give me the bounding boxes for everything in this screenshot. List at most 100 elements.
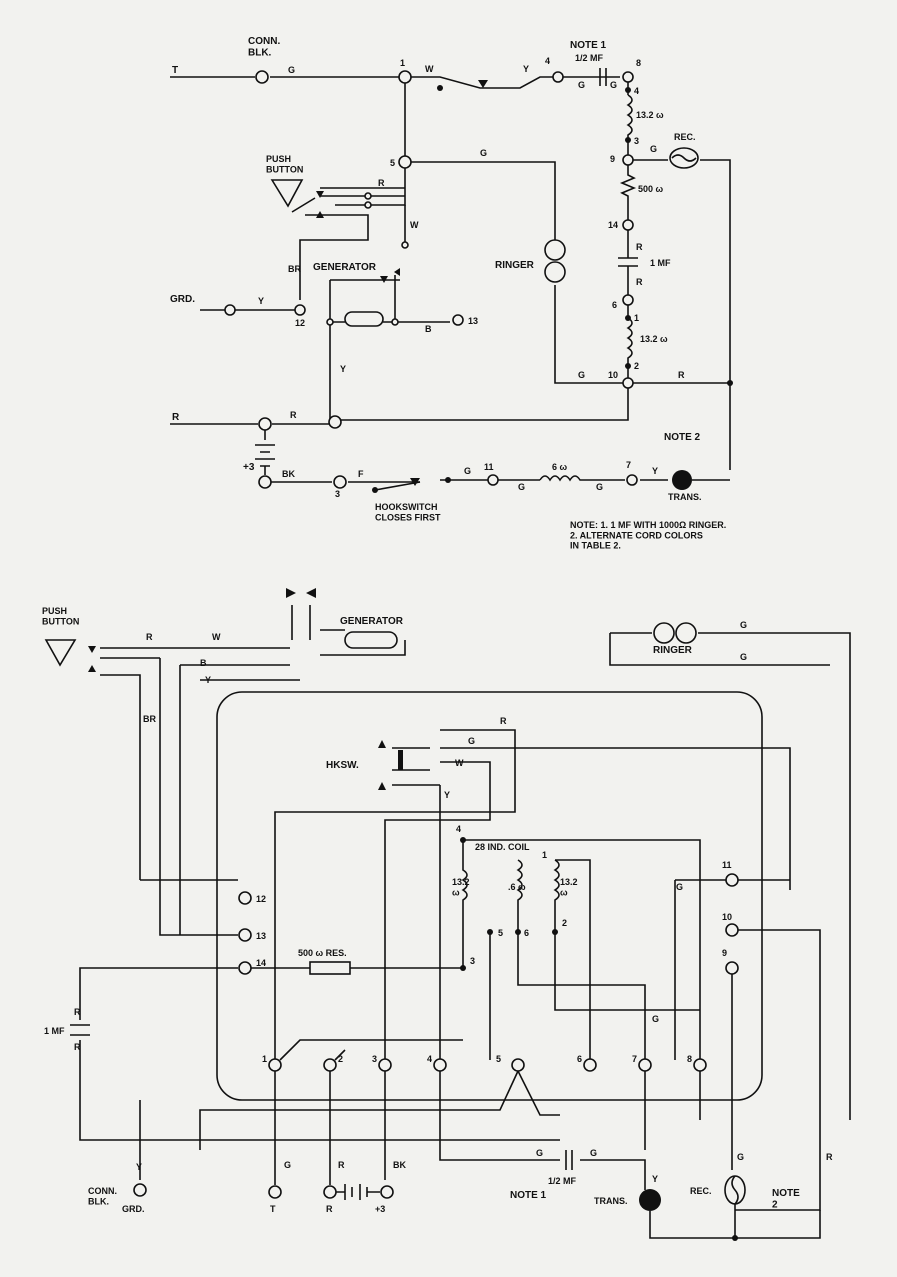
svg-text:R: R xyxy=(826,1152,833,1162)
svg-text:BR: BR xyxy=(288,264,301,274)
half-mf-label-bottom: 1/2 MF xyxy=(548,1176,577,1186)
svg-text:BK: BK xyxy=(393,1160,406,1170)
bottom-term-6: 6 xyxy=(577,1054,582,1064)
ringer-label-top: RINGER xyxy=(495,260,535,271)
generator-label-top: GENERATOR xyxy=(313,262,377,273)
svg-text:13: 13 xyxy=(468,316,478,326)
svg-text:G: G xyxy=(480,148,487,158)
svg-text:Y: Y xyxy=(652,1174,658,1184)
svg-text:R: R xyxy=(338,1160,345,1170)
svg-text:4: 4 xyxy=(545,56,550,66)
bottom-term-8: 8 xyxy=(687,1054,692,1064)
svg-text:W: W xyxy=(212,632,221,642)
half-mf-label: 1/2 MF xyxy=(575,53,604,63)
svg-text:G: G xyxy=(596,482,603,492)
r6-label: 6 ω xyxy=(552,462,568,472)
svg-text:Y: Y xyxy=(340,364,346,374)
lead-t: T xyxy=(270,1204,276,1214)
bottom-terminal-row: 1 2 3 4 5 6 7 8 xyxy=(262,1054,707,1072)
note1-label-bottom: NOTE 1 xyxy=(510,1190,547,1201)
left-term-14: 14 xyxy=(256,958,266,968)
bottom-term-7: 7 xyxy=(632,1054,637,1064)
svg-text:9: 9 xyxy=(610,154,615,164)
rec-label-bottom: REC. xyxy=(690,1186,712,1196)
plus3-label-top: +3 xyxy=(243,462,255,473)
left-term-13: 13 xyxy=(256,931,266,941)
svg-text:6: 6 xyxy=(612,300,617,310)
bottom-term-4: 4 xyxy=(427,1054,432,1064)
bottom-term-3: 3 xyxy=(372,1054,377,1064)
one-mf-label-top: 1 MF xyxy=(650,258,671,268)
svg-text:G: G xyxy=(578,80,585,90)
svg-text:1: 1 xyxy=(400,58,405,68)
lead-r: R xyxy=(326,1204,333,1214)
svg-text:G: G xyxy=(578,370,585,380)
svg-text:R: R xyxy=(146,632,153,642)
r132a-label: 13.2 ω xyxy=(636,110,664,120)
right-term-9: 9 xyxy=(722,948,727,958)
svg-text:11: 11 xyxy=(484,462,494,472)
svg-text:Y: Y xyxy=(136,1162,142,1172)
svg-text:G: G xyxy=(652,1014,659,1024)
svg-text:G: G xyxy=(284,1160,291,1170)
svg-text:5: 5 xyxy=(498,928,503,938)
generator-label-bottom: GENERATOR xyxy=(340,616,404,627)
bottom-term-5: 5 xyxy=(496,1054,501,1064)
bottom-term-1: 1 xyxy=(262,1054,267,1064)
svg-text:G: G xyxy=(737,1152,744,1162)
svg-text:8: 8 xyxy=(636,58,641,68)
conn-blk-label-bottom: CONN.BLK. xyxy=(88,1186,117,1206)
svg-text:R: R xyxy=(500,716,507,726)
svg-text:1: 1 xyxy=(542,850,547,860)
svg-text:W: W xyxy=(410,220,419,230)
svg-text:G: G xyxy=(288,65,295,75)
svg-text:3: 3 xyxy=(634,136,639,146)
svg-text:10: 10 xyxy=(608,370,618,380)
hksw-label: HKSW. xyxy=(326,760,359,771)
line-t-label: T xyxy=(172,65,178,76)
grd-label-bottom: GRD. xyxy=(122,1204,145,1214)
svg-text:1: 1 xyxy=(634,313,639,323)
top-schematic: CONN.BLK. T G 1 W Y 4 NOTE 1 1/2 MF G G … xyxy=(170,36,733,551)
svg-text:R: R xyxy=(636,242,643,252)
trans-label-bottom: TRANS. xyxy=(594,1196,628,1206)
conn-blk-label: CONN.BLK. xyxy=(248,36,280,59)
svg-text:F: F xyxy=(358,469,364,479)
right-term-11: 11 xyxy=(722,860,732,870)
svg-text:2: 2 xyxy=(634,361,639,371)
svg-text:R: R xyxy=(290,410,297,420)
grd-label-top: GRD. xyxy=(170,294,195,305)
note2-label-top: NOTE 2 xyxy=(664,432,701,443)
svg-text:Y: Y xyxy=(444,790,450,800)
svg-text:6: 6 xyxy=(524,928,529,938)
svg-text:G: G xyxy=(518,482,525,492)
trans-label-top: TRANS. xyxy=(668,492,702,502)
r132b-label: 13.2 ω xyxy=(640,334,668,344)
svg-text:G: G xyxy=(650,144,657,154)
svg-text:4: 4 xyxy=(634,86,639,96)
lead-plus3: +3 xyxy=(375,1204,385,1214)
right-term-10: 10 xyxy=(722,912,732,922)
svg-text:5: 5 xyxy=(390,158,395,168)
rec-label-top: REC. xyxy=(674,132,696,142)
svg-text:R: R xyxy=(74,1007,81,1017)
svg-text:R: R xyxy=(74,1042,81,1052)
svg-text:3: 3 xyxy=(335,489,340,499)
svg-text:W: W xyxy=(455,758,464,768)
svg-text:W: W xyxy=(425,64,434,74)
one-mf-label-bottom: 1 MF xyxy=(44,1026,65,1036)
svg-text:12: 12 xyxy=(295,318,305,328)
svg-text:4: 4 xyxy=(456,824,461,834)
left-term-12: 12 xyxy=(256,894,266,904)
r500-label: 500 ω xyxy=(638,184,664,194)
svg-text:G: G xyxy=(464,466,471,476)
line-r-label-top: R xyxy=(172,412,180,423)
